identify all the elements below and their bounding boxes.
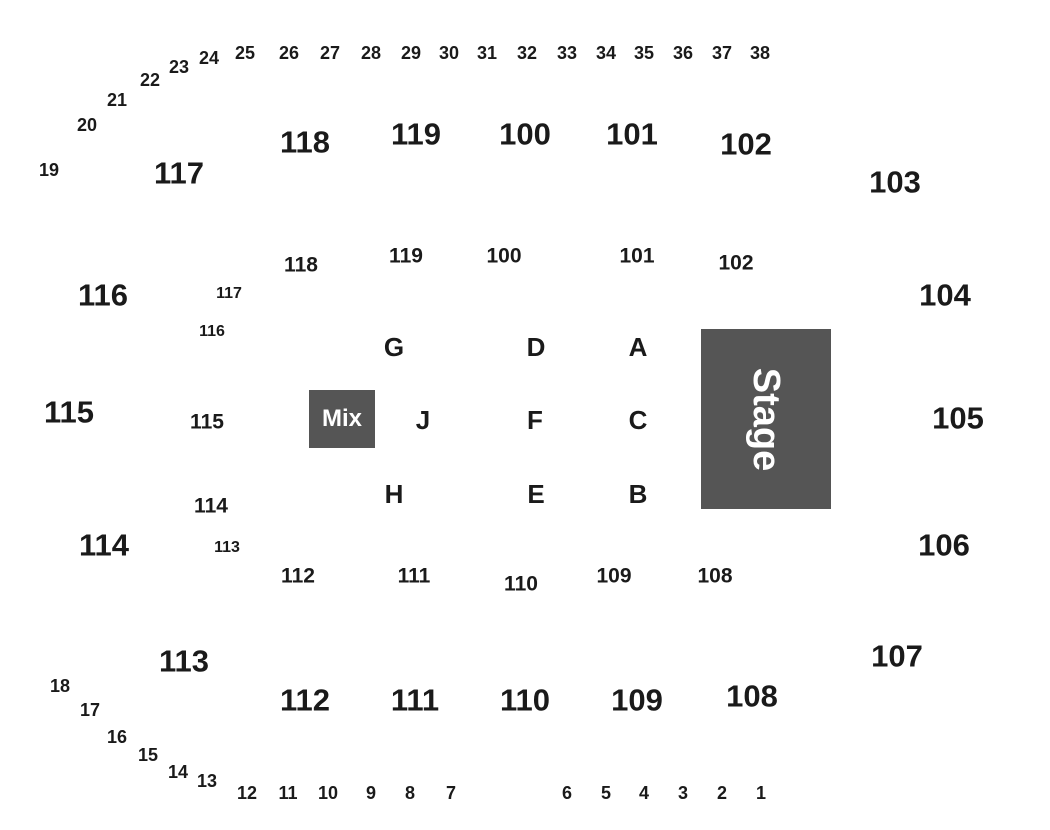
row-label-29: 29 — [400, 43, 422, 63]
row-label-36: 36 — [672, 43, 694, 63]
lower-section-111[interactable]: 111 — [397, 564, 431, 588]
row-label-16: 16 — [106, 727, 128, 747]
floor-section-d[interactable]: D — [526, 332, 546, 362]
row-label-14: 14 — [167, 762, 189, 782]
upper-section-107[interactable]: 107 — [871, 638, 923, 674]
row-label-24: 24 — [198, 48, 220, 68]
row-label-22: 22 — [139, 70, 161, 90]
row-label-17: 17 — [79, 700, 101, 720]
upper-section-113[interactable]: 113 — [158, 643, 210, 679]
row-label-28: 28 — [360, 43, 382, 63]
floor-section-e[interactable]: E — [527, 479, 545, 509]
mix-booth: Mix — [309, 390, 375, 448]
lower-section-112[interactable]: 112 — [281, 564, 315, 588]
row-label-32: 32 — [516, 43, 538, 63]
upper-section-100[interactable]: 100 — [499, 116, 551, 152]
lower-section-116[interactable]: 116 — [199, 323, 225, 340]
row-label-15: 15 — [137, 745, 159, 765]
upper-section-109[interactable]: 109 — [611, 682, 663, 718]
upper-section-118[interactable]: 118 — [279, 124, 331, 160]
row-label-35: 35 — [633, 43, 655, 63]
row-label-9: 9 — [365, 783, 377, 803]
mix-label: Mix — [321, 405, 362, 432]
upper-section-114[interactable]: 114 — [78, 527, 130, 563]
row-label-12: 12 — [236, 783, 258, 803]
floor-section-b[interactable]: B — [628, 479, 648, 509]
stage: Stage — [701, 329, 831, 509]
upper-section-103[interactable]: 103 — [869, 164, 921, 200]
lower-section-119[interactable]: 119 — [389, 244, 423, 268]
row-label-31: 31 — [476, 43, 498, 63]
row-label-8: 8 — [404, 783, 416, 803]
lower-section-117[interactable]: 117 — [216, 285, 242, 302]
row-label-6: 6 — [561, 783, 573, 803]
row-label-37: 37 — [711, 43, 733, 63]
row-label-7: 7 — [445, 783, 457, 803]
upper-section-119[interactable]: 119 — [390, 116, 442, 152]
upper-section-117[interactable]: 117 — [153, 155, 205, 191]
row-label-11: 11 — [278, 783, 298, 803]
lower-section-113[interactable]: 113 — [214, 539, 240, 556]
upper-section-104[interactable]: 104 — [919, 277, 971, 313]
upper-section-108[interactable]: 108 — [726, 678, 778, 714]
row-label-26: 26 — [278, 43, 300, 63]
row-label-23: 23 — [168, 57, 190, 77]
floor-section-f[interactable]: F — [527, 405, 543, 435]
lower-section-110[interactable]: 110 — [504, 572, 538, 596]
row-label-30: 30 — [438, 43, 460, 63]
row-label-10: 10 — [317, 783, 339, 803]
row-label-25: 25 — [234, 43, 256, 63]
upper-section-115[interactable]: 115 — [43, 394, 95, 430]
row-label-1: 1 — [755, 783, 767, 803]
floor-section-c[interactable]: C — [628, 405, 648, 435]
lower-section-115[interactable]: 115 — [190, 410, 224, 434]
lower-section-118[interactable]: 118 — [284, 253, 318, 277]
row-label-21: 21 — [106, 90, 128, 110]
row-label-5: 5 — [600, 783, 612, 803]
row-label-3: 3 — [677, 783, 689, 803]
upper-section-102[interactable]: 102 — [720, 126, 772, 162]
lower-section-108[interactable]: 108 — [697, 564, 733, 588]
lower-section-102[interactable]: 102 — [718, 251, 754, 275]
floor-section-j[interactable]: J — [415, 405, 431, 435]
row-label-18: 18 — [49, 676, 71, 696]
row-label-19: 19 — [38, 160, 60, 180]
upper-section-101[interactable]: 101 — [606, 116, 658, 152]
lower-section-100[interactable]: 100 — [486, 244, 522, 268]
lower-section-101[interactable]: 101 — [619, 244, 655, 268]
upper-section-110[interactable]: 110 — [499, 682, 551, 718]
row-label-27: 27 — [319, 43, 341, 63]
row-label-4: 4 — [638, 783, 650, 803]
row-label-2: 2 — [716, 783, 728, 803]
row-label-20: 20 — [76, 115, 98, 135]
upper-section-111[interactable]: 111 — [390, 682, 440, 718]
row-label-34: 34 — [595, 43, 617, 63]
stage-label: Stage — [745, 367, 788, 471]
lower-section-114[interactable]: 114 — [194, 494, 228, 518]
lower-section-109[interactable]: 109 — [596, 564, 632, 588]
upper-section-105[interactable]: 105 — [932, 400, 984, 436]
row-label-13: 13 — [196, 771, 218, 791]
floor-section-a[interactable]: A — [628, 332, 648, 362]
floor-section-h[interactable]: H — [384, 479, 404, 509]
upper-section-112[interactable]: 112 — [279, 682, 331, 718]
upper-section-116[interactable]: 116 — [77, 277, 129, 313]
floor-section-g[interactable]: G — [383, 332, 405, 362]
row-label-38: 38 — [749, 43, 771, 63]
upper-section-106[interactable]: 106 — [918, 527, 970, 563]
row-label-33: 33 — [556, 43, 578, 63]
